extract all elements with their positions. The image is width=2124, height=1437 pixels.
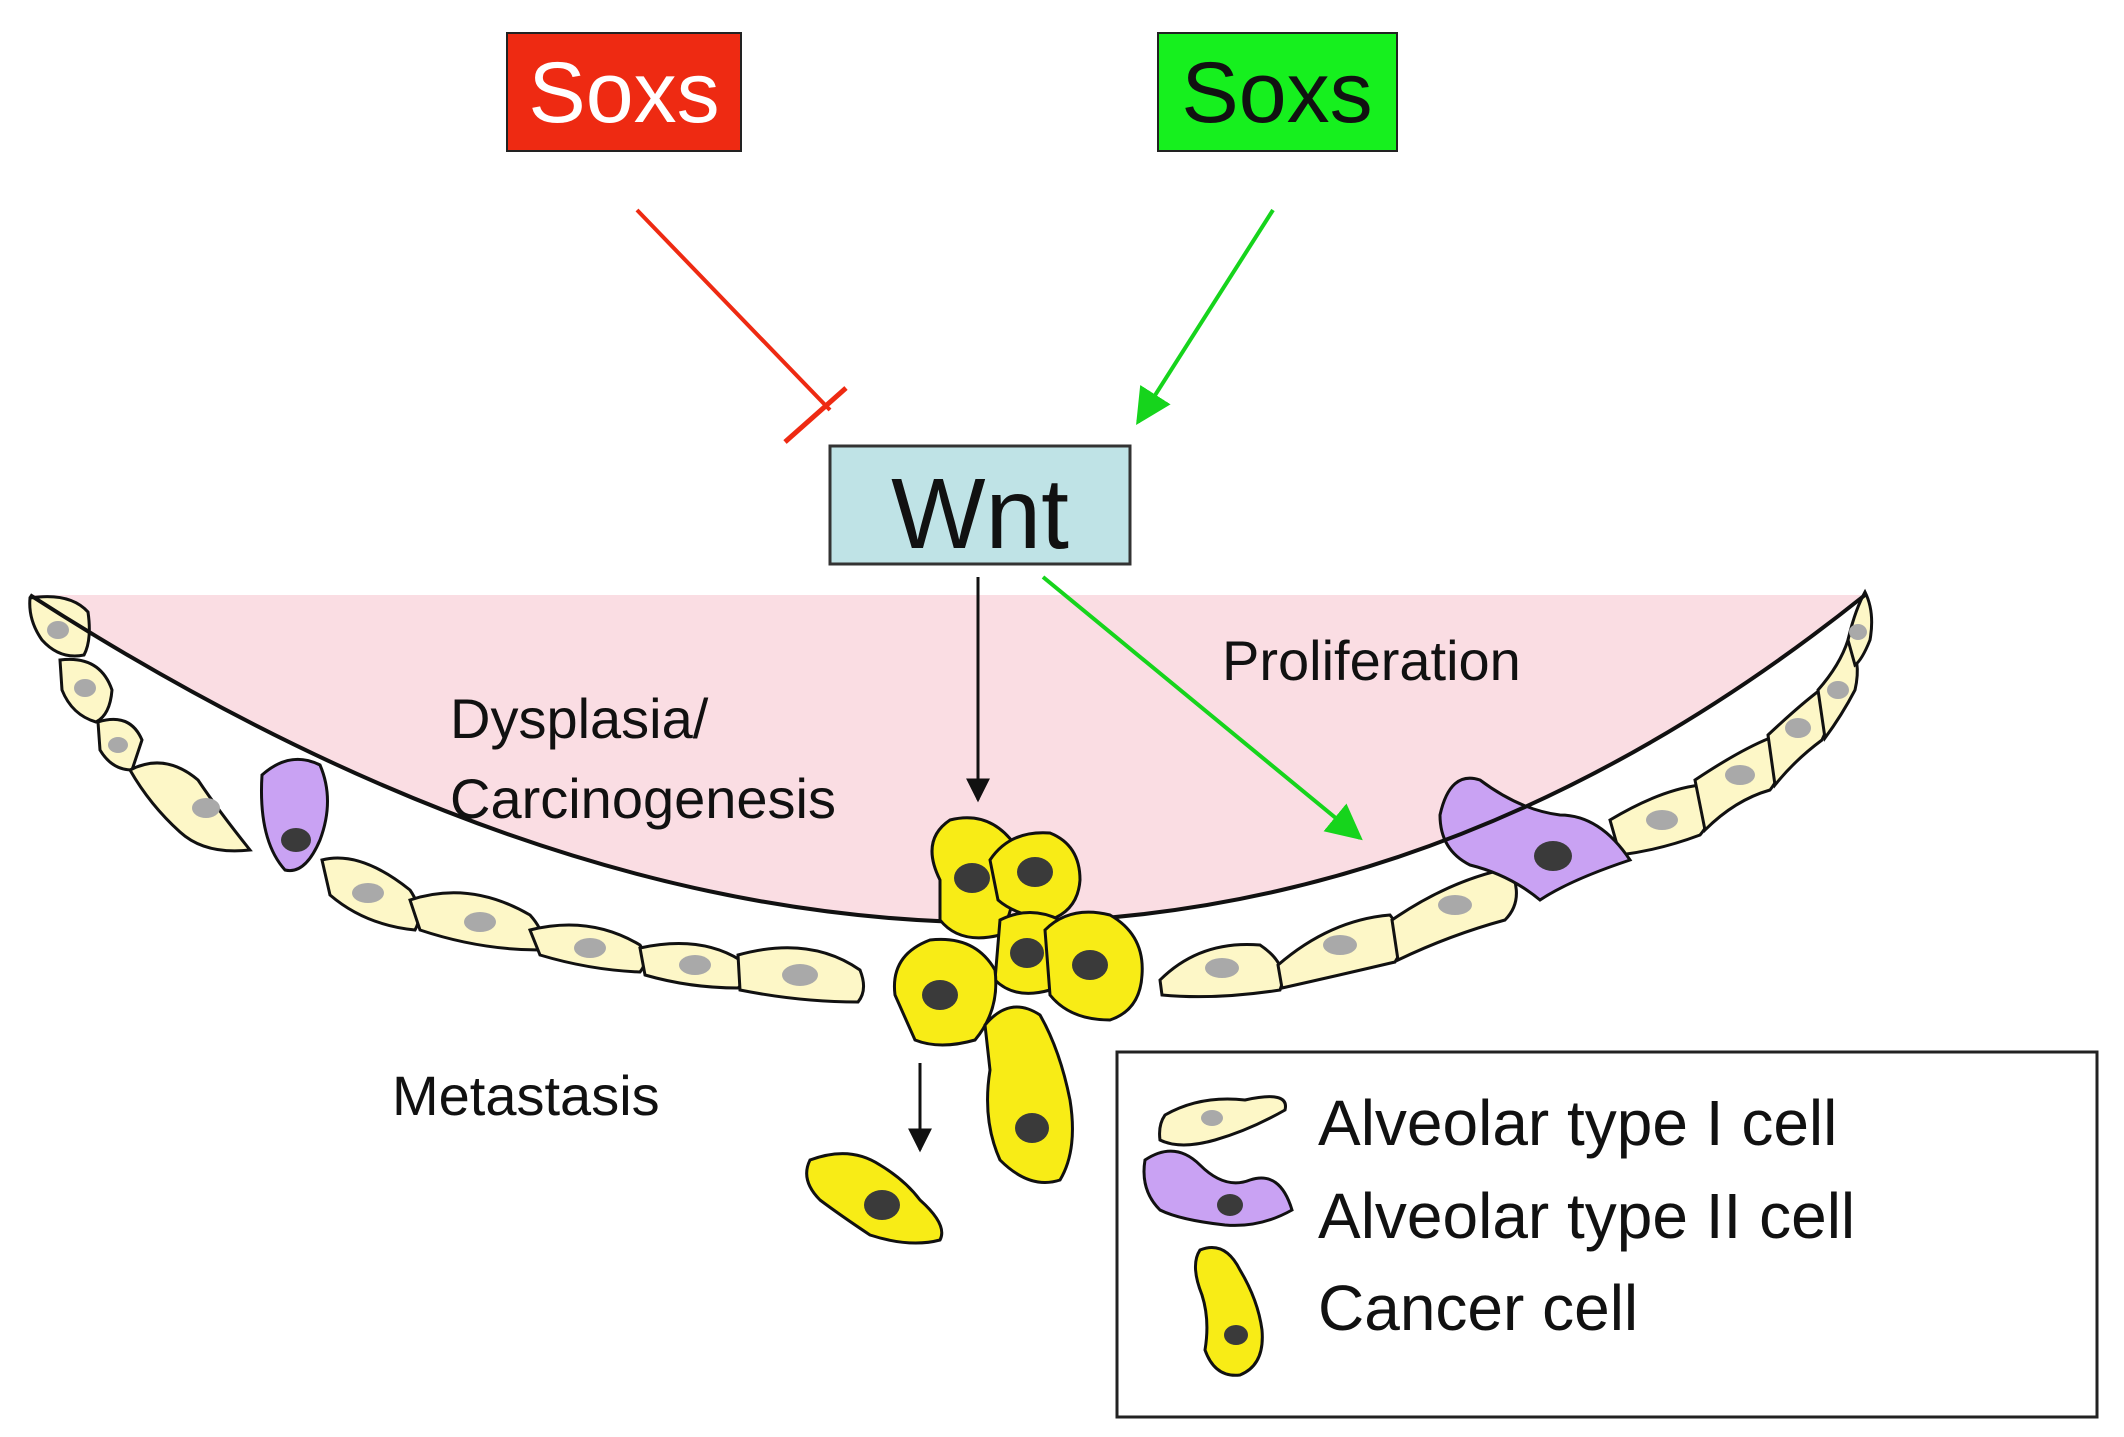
legend-cancer-swatch: [1194, 1246, 1264, 1377]
soxs-activator-label: Soxs: [1181, 45, 1372, 141]
legend-label-type-1: Alveolar type I cell: [1318, 1087, 1837, 1159]
legend: Alveolar type I cell Alveolar type II ce…: [1115, 1050, 2099, 1419]
type-1-cell-layer: [28, 588, 1874, 1004]
soxs-activator-box: [1157, 32, 1398, 152]
wnt-box: [828, 444, 1132, 566]
alveolus: [28, 588, 1874, 1245]
soxs-repressor-node: Soxs: [506, 32, 742, 152]
carcinogenesis-label: Carcinogenesis: [450, 767, 836, 830]
soxs-repressor-box: [506, 32, 742, 152]
soxs-activator-node: Soxs: [1157, 32, 1398, 152]
type-2-cell-left: [260, 757, 329, 873]
legend-type-1-swatch: [1158, 1095, 1287, 1147]
legend-label-type-2: Alveolar type II cell: [1318, 1180, 1855, 1252]
wnt-node: Wnt: [828, 444, 1132, 570]
wnt-label: Wnt: [891, 458, 1069, 570]
proliferation-arrow: [1041, 575, 1363, 841]
repression-bar: [783, 386, 848, 444]
type-2-cell-right: [1438, 776, 1633, 902]
metastatic-cancer-cell: [805, 1152, 944, 1245]
repression-line: [635, 208, 832, 412]
regulatory-arrows: [635, 208, 1363, 1153]
soxs-repressor-label: Soxs: [528, 45, 719, 141]
proliferation-label: Proliferation: [1222, 629, 1521, 692]
cancer-cell-cluster: [892, 816, 1144, 1184]
legend-type-2-swatch: [1142, 1149, 1294, 1227]
activation-arrow: [1136, 208, 1275, 426]
dysplasia-label: Dysplasia/: [450, 687, 709, 750]
alveolar-lumen: [30, 595, 1865, 923]
legend-label-cancer: Cancer cell: [1318, 1272, 1638, 1344]
metastasis-label: Metastasis: [392, 1064, 660, 1127]
